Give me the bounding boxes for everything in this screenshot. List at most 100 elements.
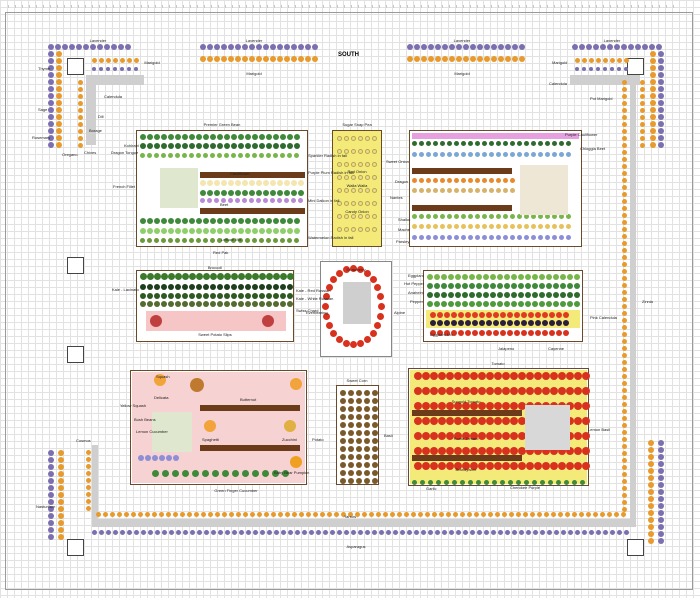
kale-icon (252, 301, 258, 307)
broccoli-icon (231, 273, 238, 280)
lavender-icon (253, 530, 258, 535)
lavender-icon (658, 468, 664, 474)
lavender-icon (407, 530, 412, 535)
parsley-icon (559, 235, 564, 240)
pepper-icon (514, 330, 520, 336)
ruler-tick (50, 5, 58, 8)
corn-icon (348, 478, 354, 484)
mache-icon (454, 214, 459, 219)
marigold-icon (648, 517, 654, 523)
lavender-icon (134, 530, 139, 535)
beet-icon (245, 218, 251, 224)
kale-icon (259, 293, 265, 299)
marigold-icon (622, 507, 627, 512)
onion-icon (365, 201, 370, 206)
marigold-icon (383, 512, 388, 517)
ruler-tick (610, 5, 618, 8)
ruler-tick (190, 5, 198, 8)
pepper-icon (486, 312, 492, 318)
lavender-icon (470, 530, 475, 535)
garlic-icon (580, 480, 585, 485)
eggplant-icon (518, 274, 524, 280)
cabbage-icon (291, 198, 296, 203)
pepper-row-soil (426, 310, 580, 328)
marigold-icon (134, 58, 139, 63)
pepper-icon (511, 301, 517, 307)
tomato-icon (518, 387, 526, 395)
lettuce-icon (210, 228, 216, 234)
marigold-icon (236, 512, 241, 517)
pepper-icon (556, 330, 562, 336)
lavender-icon (183, 530, 188, 535)
carrot-icon (482, 178, 487, 183)
strawberry-icon (357, 339, 365, 347)
lavender-icon (658, 51, 664, 57)
broccoli-icon (273, 273, 280, 280)
carrot-icon (475, 178, 480, 183)
lettuce-icon (175, 228, 181, 234)
marigold-icon (292, 512, 297, 517)
marigold-icon (201, 512, 206, 517)
pepper-icon (525, 283, 531, 289)
lavender-icon (428, 530, 433, 535)
tomato-icon (502, 387, 510, 395)
lavender-icon (658, 107, 664, 113)
pepper-icon (483, 283, 489, 289)
label-red-pak: Red Pak (213, 250, 229, 255)
marigold-icon (640, 101, 645, 106)
ruler-tick (596, 5, 604, 8)
corner-post (627, 539, 644, 556)
chioggia-icon (510, 152, 515, 157)
lavender-icon (312, 44, 318, 50)
pepper-icon (525, 292, 531, 298)
lettuce-icon (294, 238, 299, 243)
corn-icon (364, 430, 370, 436)
marigold-icon (622, 157, 627, 162)
bean-icon (161, 134, 167, 140)
lavender-icon (48, 72, 54, 78)
marigold-icon (214, 56, 220, 62)
carrot-icon (447, 178, 452, 183)
chard-icon (482, 141, 487, 146)
tomato-icon (534, 462, 542, 470)
mache-icon (468, 214, 473, 219)
marigold-icon (58, 506, 64, 512)
marigold-icon (622, 451, 627, 456)
ruler-tick (358, 5, 366, 8)
marigold-icon (558, 512, 563, 517)
pepper-icon (507, 330, 513, 336)
lavender-icon (48, 513, 54, 519)
marigold-icon (348, 512, 353, 517)
ruler-tick (407, 5, 415, 8)
marigold-icon (523, 512, 528, 517)
marigold-icon (648, 482, 654, 488)
marigold-icon (640, 143, 645, 148)
pepper-icon (437, 330, 443, 336)
tomato-icon (430, 417, 438, 425)
carrot-icon (426, 188, 431, 193)
lavender-icon (92, 530, 97, 535)
corner-post (67, 539, 84, 556)
marigold-icon (56, 100, 62, 106)
ruler-tick (470, 5, 478, 8)
lavender-icon (589, 530, 594, 535)
marigold-icon (610, 58, 615, 63)
tomato-icon (534, 447, 542, 455)
spaghetti-squash-icon (204, 420, 216, 432)
shallot-icon (552, 224, 557, 229)
eggplant-icon (483, 274, 489, 280)
marigold-icon (418, 512, 423, 517)
lavender-icon (658, 503, 664, 509)
marigold-icon (285, 512, 290, 517)
beet-icon (196, 218, 202, 224)
lavender-icon (421, 530, 426, 535)
tomato-icon (534, 387, 542, 395)
marigold-icon (650, 86, 656, 92)
label-eggplant: Eggplant (408, 273, 424, 278)
marigold-icon (456, 56, 462, 62)
lettuce-icon (189, 238, 194, 243)
marigold-icon (509, 512, 514, 517)
lavender-icon (48, 79, 54, 85)
shallot-icon (461, 224, 466, 229)
marigold-icon (519, 56, 525, 62)
